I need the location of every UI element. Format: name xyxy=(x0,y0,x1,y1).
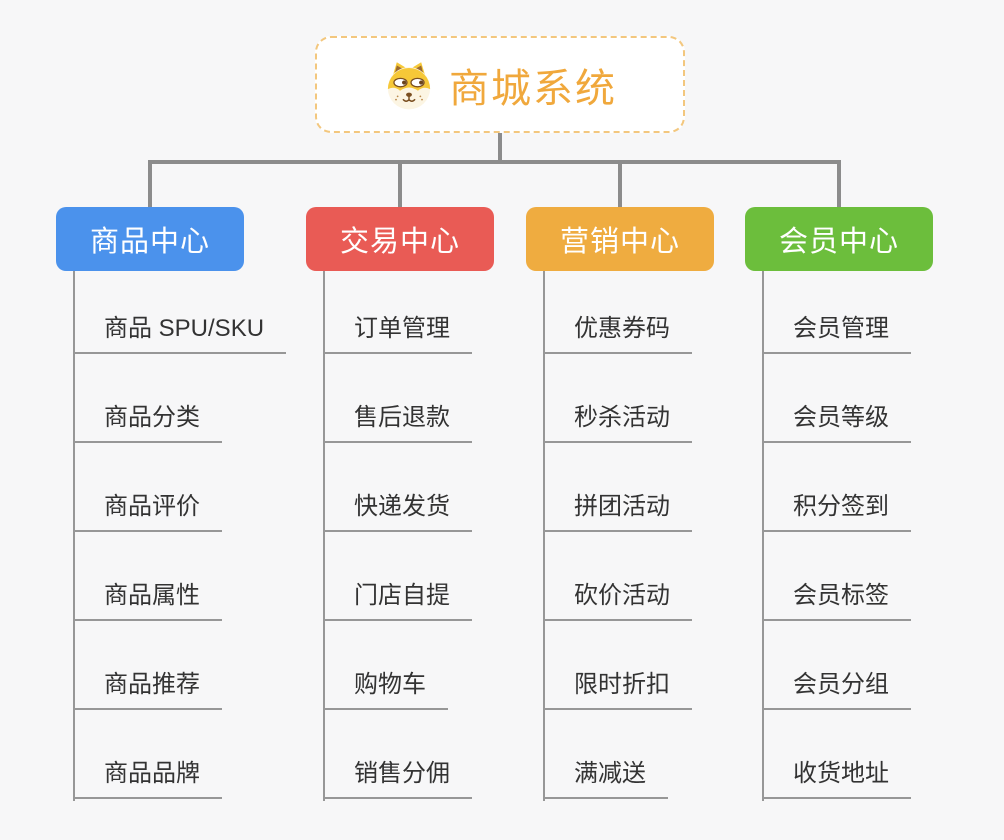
connector-branch-stub xyxy=(618,160,622,208)
connector-root-vertical xyxy=(498,131,502,164)
connector-child-vertical xyxy=(73,271,75,801)
branch-node-2[interactable]: 营销中心 xyxy=(526,207,714,271)
child-node[interactable]: 积分签到 xyxy=(762,443,911,532)
branch-node-0[interactable]: 商品中心 xyxy=(56,207,244,271)
child-node[interactable]: 商品品牌 xyxy=(73,710,222,799)
connector-child-vertical xyxy=(323,271,325,801)
child-node[interactable]: 拼团活动 xyxy=(543,443,692,532)
child-node[interactable]: 会员分组 xyxy=(762,621,911,710)
child-node[interactable]: 快递发货 xyxy=(323,443,472,532)
child-node[interactable]: 会员等级 xyxy=(762,354,911,443)
child-node[interactable]: 购物车 xyxy=(323,621,448,710)
child-node[interactable]: 限时折扣 xyxy=(543,621,692,710)
child-node[interactable]: 会员标签 xyxy=(762,532,911,621)
connector-branch-stub xyxy=(148,160,152,208)
branch-node-1[interactable]: 交易中心 xyxy=(306,207,494,271)
branch-children-1: 订单管理售后退款快递发货门店自提购物车销售分佣 xyxy=(323,271,472,799)
child-node[interactable]: 商品评价 xyxy=(73,443,222,532)
connector-child-vertical xyxy=(543,271,545,801)
root-title: 商城系统 xyxy=(449,66,617,111)
child-node[interactable]: 商品 SPU/SKU xyxy=(73,271,287,354)
connector-branch-stub xyxy=(398,160,402,208)
child-node[interactable]: 订单管理 xyxy=(323,271,472,354)
branch-node-3[interactable]: 会员中心 xyxy=(745,207,933,271)
branch-children-2: 优惠券码秒杀活动拼团活动砍价活动限时折扣满减送 xyxy=(543,271,692,799)
child-node[interactable]: 收货地址 xyxy=(762,710,911,799)
child-node[interactable]: 会员管理 xyxy=(762,271,911,354)
child-node[interactable]: 销售分佣 xyxy=(323,710,472,799)
connector-child-vertical xyxy=(762,271,764,801)
child-node[interactable]: 商品分类 xyxy=(73,354,222,443)
child-node[interactable]: 满减送 xyxy=(543,710,668,799)
branch-children-3: 会员管理会员等级积分签到会员标签会员分组收货地址 xyxy=(762,271,911,799)
dog-face-icon xyxy=(383,59,435,111)
root-node[interactable]: 商城系统 xyxy=(315,36,685,133)
child-node[interactable]: 砍价活动 xyxy=(543,532,692,621)
child-node[interactable]: 优惠券码 xyxy=(543,271,692,354)
child-node[interactable]: 售后退款 xyxy=(323,354,472,443)
child-node[interactable]: 商品推荐 xyxy=(73,621,222,710)
child-node[interactable]: 门店自提 xyxy=(323,532,472,621)
connector-branch-stub xyxy=(837,160,841,208)
child-node[interactable]: 秒杀活动 xyxy=(543,354,692,443)
child-node[interactable]: 商品属性 xyxy=(73,532,222,621)
connector-bus xyxy=(148,160,841,164)
